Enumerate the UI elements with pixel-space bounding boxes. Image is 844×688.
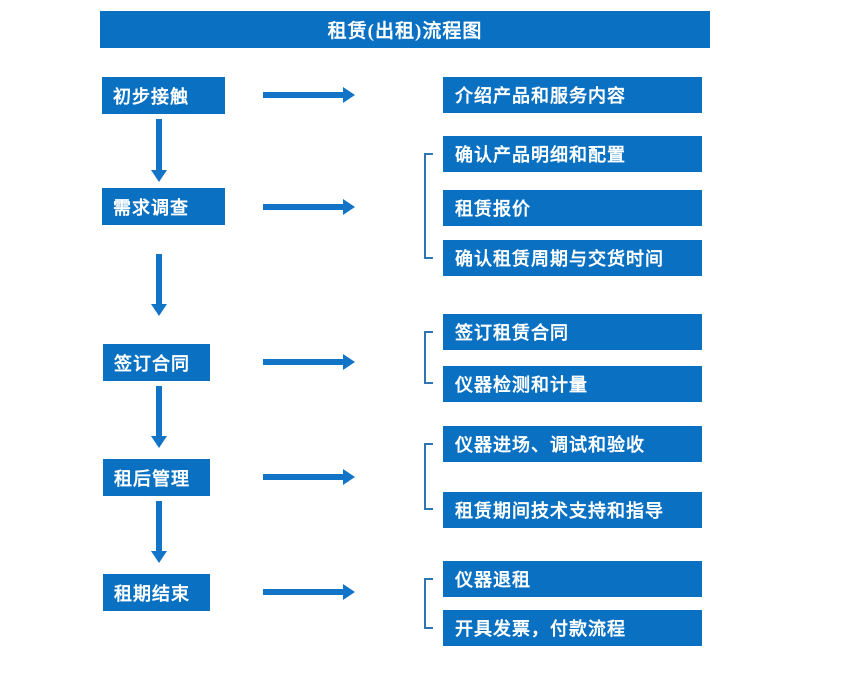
right-arrow-icon (263, 199, 355, 215)
down-arrow-head (151, 170, 167, 182)
detail-box: 仪器进场、调试和验收 (443, 426, 702, 462)
down-arrow-shaft (156, 386, 162, 436)
bracket-connector (424, 153, 433, 259)
step-box-sign-contract: 签订合同 (103, 344, 210, 381)
right-arrow-shaft (263, 589, 344, 595)
step-box-post-rental-management: 租后管理 (103, 459, 210, 496)
right-arrow-icon (263, 469, 355, 485)
down-arrow-head (151, 436, 167, 448)
step-box-rental-end: 租期结束 (103, 574, 210, 611)
down-arrow-head (151, 551, 167, 563)
bracket-connector (424, 443, 433, 510)
down-arrow-icon (151, 386, 167, 448)
step-box-demand-survey: 需求调查 (102, 188, 225, 225)
step-box-initial-contact: 初步接触 (102, 77, 225, 114)
right-arrow-shaft (263, 474, 344, 480)
down-arrow-shaft (156, 254, 162, 304)
detail-box: 开具发票，付款流程 (443, 610, 702, 646)
detail-box: 租赁期间技术支持和指导 (443, 492, 702, 528)
detail-box: 确认租赁周期与交货时间 (443, 240, 702, 276)
detail-box: 确认产品明细和配置 (443, 136, 702, 172)
right-arrow-icon (263, 584, 355, 600)
down-arrow-head (151, 304, 167, 316)
down-arrow-icon (151, 501, 167, 563)
detail-box: 仪器退租 (443, 561, 702, 597)
bracket-connector (424, 331, 433, 384)
right-arrow-shaft (263, 92, 344, 98)
right-arrow-head (343, 469, 355, 485)
down-arrow-icon (151, 119, 167, 182)
right-arrow-shaft (263, 204, 344, 210)
detail-box: 介绍产品和服务内容 (443, 77, 702, 113)
page-title: 租赁(出租)流程图 (327, 21, 483, 42)
right-arrow-head (343, 584, 355, 600)
detail-box: 仪器检测和计量 (443, 366, 702, 402)
down-arrow-icon (151, 254, 167, 316)
right-arrow-shaft (263, 359, 344, 365)
down-arrow-shaft (156, 501, 162, 551)
right-arrow-icon (263, 87, 355, 103)
right-arrow-head (343, 87, 355, 103)
title-banner: 租赁(出租)流程图 (100, 11, 710, 48)
right-arrow-head (343, 199, 355, 215)
detail-box: 签订租赁合同 (443, 314, 702, 350)
right-arrow-head (343, 354, 355, 370)
right-arrow-icon (263, 354, 355, 370)
detail-box: 租赁报价 (443, 190, 702, 226)
down-arrow-shaft (156, 119, 162, 170)
bracket-connector (424, 578, 433, 629)
